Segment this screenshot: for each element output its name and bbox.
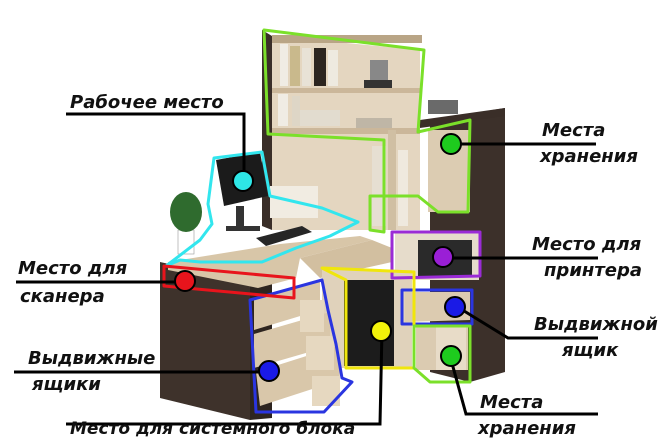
printer-label-1: Место для bbox=[532, 234, 642, 255]
workspace-label: Рабочее место bbox=[70, 92, 224, 113]
drawer-leader bbox=[455, 304, 598, 340]
workspace-marker bbox=[232, 170, 254, 192]
drawers-label-1: Выдвижные bbox=[28, 348, 156, 369]
storage-bottom-label-2: хранения bbox=[478, 418, 576, 439]
storage-top-outline bbox=[262, 28, 472, 234]
drawer-marker bbox=[444, 296, 466, 318]
system-unit-leader bbox=[66, 329, 384, 426]
drawers-left-outline bbox=[248, 278, 354, 414]
drawer-right-outline bbox=[400, 288, 474, 326]
storage-top-marker bbox=[440, 133, 462, 155]
printer-outline bbox=[390, 230, 482, 280]
workspace-leader bbox=[66, 112, 246, 180]
storage-bottom-leader bbox=[448, 355, 598, 416]
zone-outlines bbox=[162, 28, 482, 414]
storage-bottom-label-1: Места bbox=[480, 392, 544, 413]
storage-top-label-2: хранения bbox=[540, 146, 638, 167]
printer-marker bbox=[432, 246, 454, 268]
scanner-outline bbox=[162, 264, 296, 300]
scanner-label-2: сканера bbox=[20, 286, 105, 307]
scanner-marker bbox=[174, 270, 196, 292]
storage-top-label-1: Места bbox=[542, 120, 606, 141]
workspace-outline bbox=[164, 150, 360, 268]
drawer-label-2: ящик bbox=[562, 340, 619, 361]
system-unit-label: Место для системного блока bbox=[70, 419, 356, 439]
storage-bottom-outline bbox=[412, 324, 472, 384]
storage-bottom-marker bbox=[440, 345, 462, 367]
leader-lines bbox=[14, 112, 598, 426]
drawers-label-2: ящики bbox=[32, 374, 101, 395]
drawer-label-1: Выдвижной bbox=[534, 314, 658, 335]
printer-label-2: принтера bbox=[544, 260, 643, 281]
drawers-marker bbox=[258, 360, 280, 382]
scanner-label-1: Место для bbox=[18, 258, 128, 279]
system-unit-marker bbox=[370, 320, 392, 342]
